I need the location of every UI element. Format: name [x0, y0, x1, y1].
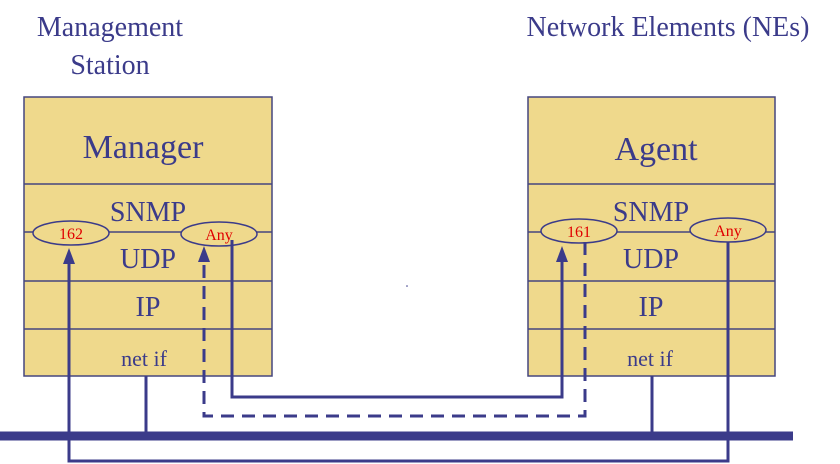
- agent-title: Agent: [614, 131, 698, 168]
- response-path: [202, 242, 587, 418]
- management-station-heading-line1: Management: [37, 12, 183, 43]
- response-arrowhead: [198, 246, 210, 262]
- agent-stack: Agent SNMP UDP IP net if 161 Any: [527, 96, 776, 377]
- network-elements-heading: Network Elements (NEs): [526, 12, 809, 43]
- agent-netif-label: net if: [627, 346, 673, 371]
- manager-udp-label: UDP: [120, 244, 176, 275]
- trap-path: [67, 242, 730, 463]
- manager-port-162: [32, 220, 110, 246]
- agent-udp-label: UDP: [623, 244, 679, 275]
- agent-port-161: [540, 218, 618, 244]
- manager-ip-label: IP: [136, 292, 161, 323]
- request-path: [230, 240, 564, 399]
- manager-port-any-label: Any: [205, 227, 233, 244]
- agent-ip-label: IP: [639, 292, 664, 323]
- manager-netif-label: net if: [121, 346, 167, 371]
- manager-title: Manager: [83, 129, 205, 166]
- agent-port-any-label: Any: [714, 223, 742, 240]
- manager-stack: Manager SNMP UDP IP net if 162 Any: [23, 96, 273, 377]
- trap-arrowhead: [63, 248, 75, 264]
- stray-dot: [406, 285, 408, 287]
- request-arrowhead: [556, 246, 568, 262]
- manager-port-any: [180, 221, 258, 247]
- manager-snmp-label: SNMP: [110, 197, 186, 228]
- agent-port-161-label: 161: [567, 224, 591, 241]
- management-station-heading-line2: Station: [70, 50, 149, 81]
- manager-port-162-label: 162: [59, 226, 83, 243]
- agent-snmp-label: SNMP: [613, 197, 689, 228]
